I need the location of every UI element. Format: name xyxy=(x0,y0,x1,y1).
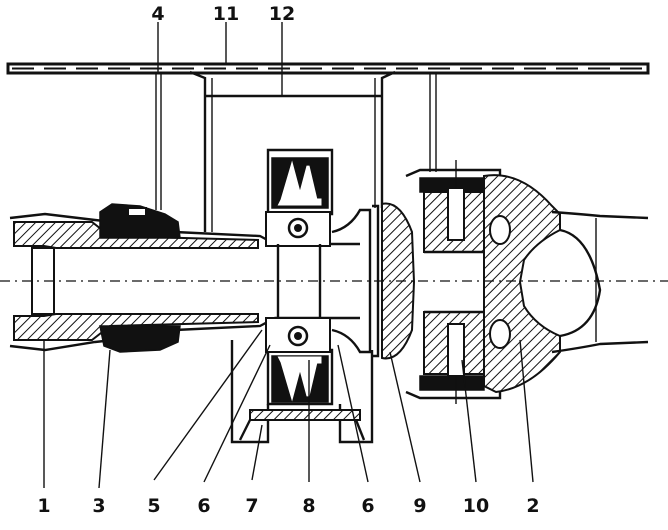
leader-lines xyxy=(43,22,534,489)
frame-rail xyxy=(6,62,650,75)
callout-5: 5 xyxy=(147,495,160,517)
callout-6-right: 6 xyxy=(361,495,374,517)
callout-4: 4 xyxy=(151,3,164,25)
guide-lines xyxy=(155,72,437,210)
ball-bearing xyxy=(265,211,331,353)
bearing-spring xyxy=(271,157,329,403)
callout-7: 7 xyxy=(245,495,258,517)
callout-10: 10 xyxy=(463,495,489,517)
support-bracket xyxy=(189,70,396,232)
callout-6-left: 6 xyxy=(197,495,210,517)
callout-3: 3 xyxy=(92,495,105,517)
callout-labels: 1 3 5 6 7 8 6 9 10 2 4 11 12 xyxy=(37,3,539,517)
callout-11: 11 xyxy=(213,3,239,25)
callout-2: 2 xyxy=(526,495,539,517)
shaft-nut xyxy=(99,203,181,353)
callout-9: 9 xyxy=(413,495,426,517)
output-yoke xyxy=(483,174,649,394)
callout-1: 1 xyxy=(37,495,50,517)
callout-12: 12 xyxy=(269,3,295,25)
callout-8: 8 xyxy=(302,495,315,517)
